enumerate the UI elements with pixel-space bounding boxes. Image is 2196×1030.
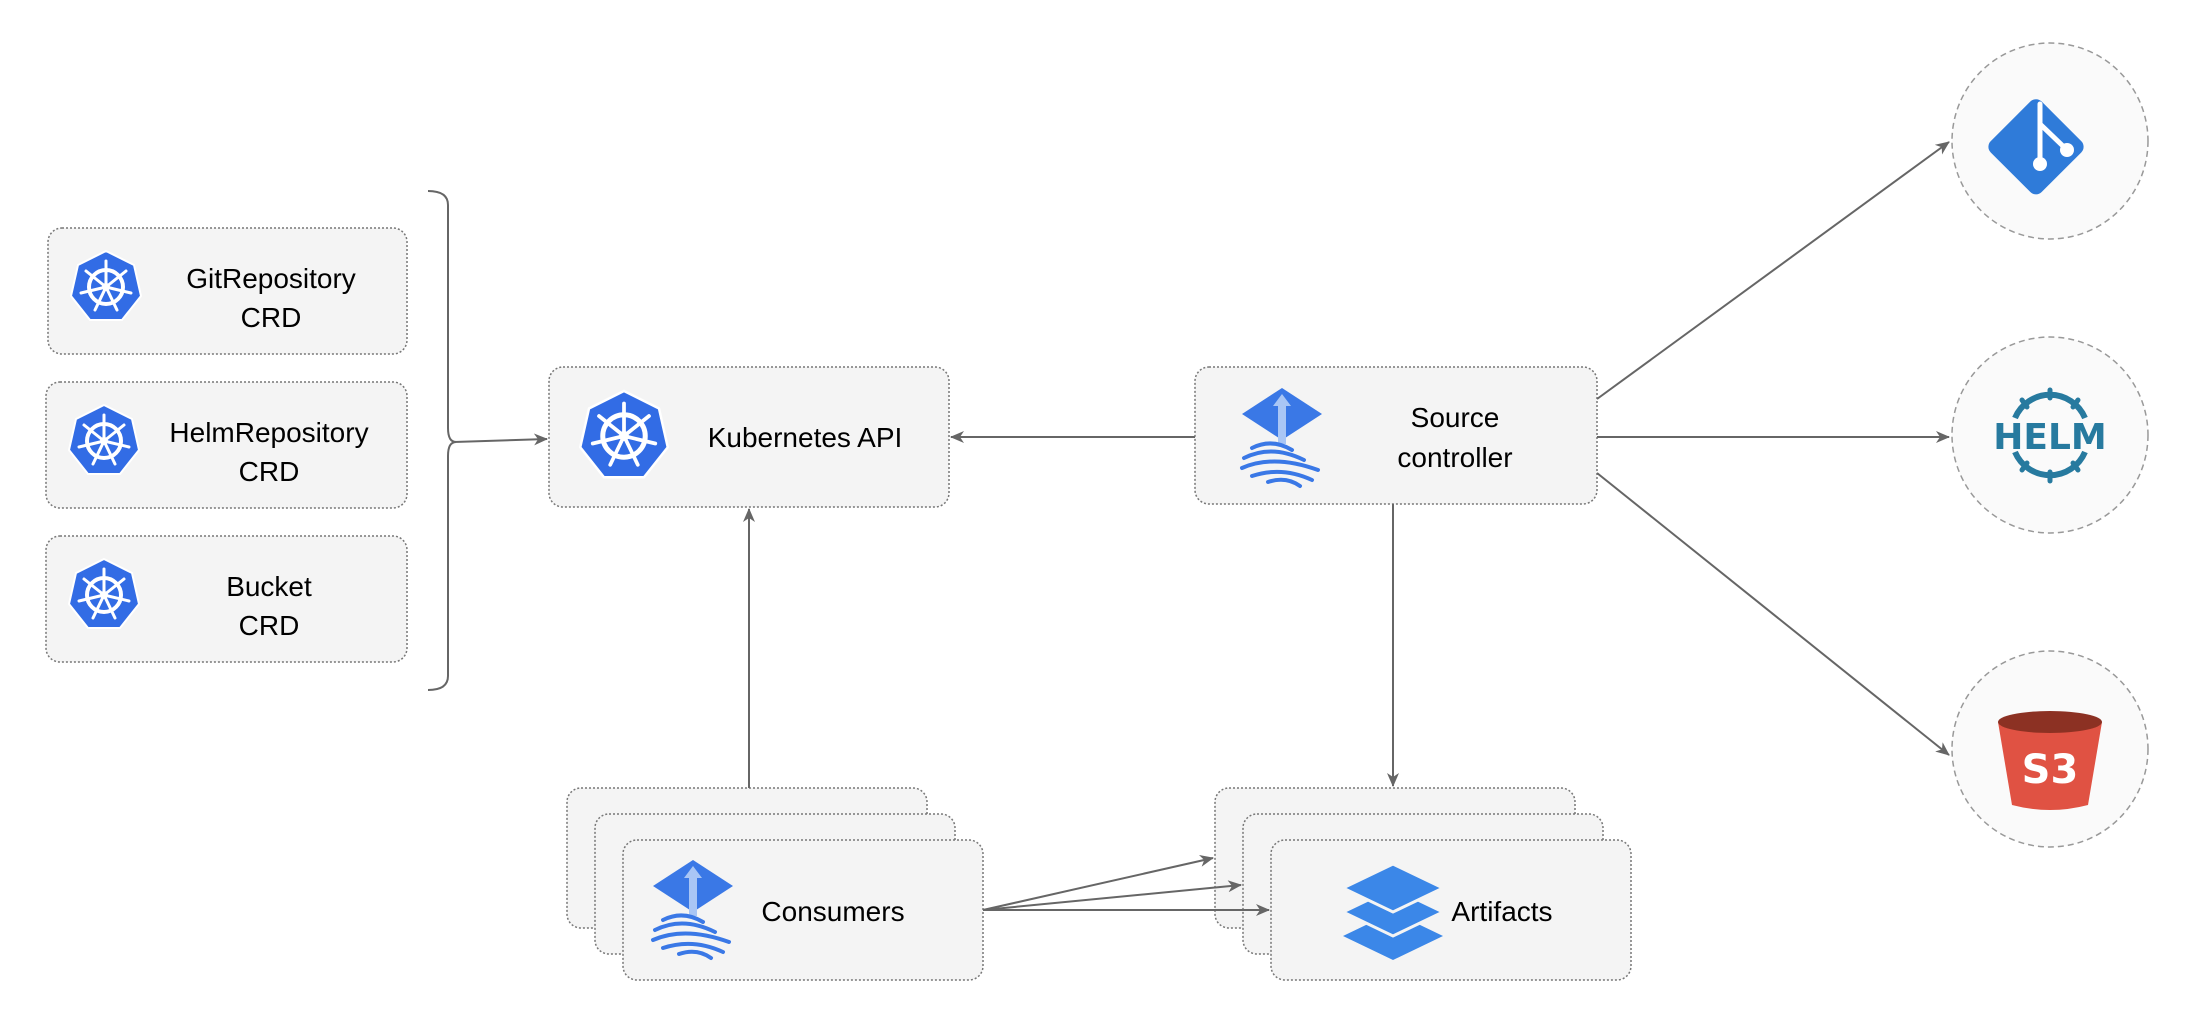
edge-consumers-to-artifacts bbox=[982, 855, 1214, 911]
helm-source[interactable]: HELM bbox=[1951, 336, 2149, 534]
layers-icon bbox=[1339, 862, 1447, 960]
crd-helmrepository[interactable]: HelmRepository CRD bbox=[45, 381, 408, 509]
consumers-label: Consumers bbox=[761, 896, 904, 927]
crd-bucket[interactable]: Bucket CRD bbox=[45, 535, 408, 663]
artifacts-node[interactable]: Artifacts bbox=[1214, 787, 1632, 981]
source-controller-label: Source bbox=[1411, 402, 1500, 433]
source-controller-node[interactable]: Source controller bbox=[1194, 366, 1598, 505]
s3-bucket-icon: S3 bbox=[1998, 711, 2102, 810]
kubernetes-api-node[interactable]: Kubernetes API bbox=[548, 366, 950, 508]
edge-source-to-git bbox=[1596, 141, 1950, 400]
crd-sublabel: CRD bbox=[239, 456, 300, 487]
source-controller-sublabel: controller bbox=[1397, 442, 1512, 473]
artifacts-label: Artifacts bbox=[1451, 896, 1552, 927]
crd-label: Bucket bbox=[226, 571, 312, 602]
s3-source[interactable]: S3 bbox=[1951, 650, 2149, 848]
edge-source-to-s3 bbox=[1596, 472, 1950, 756]
brace bbox=[427, 190, 457, 691]
edge-consumers-to-artifacts bbox=[982, 880, 1242, 911]
git-source[interactable] bbox=[1951, 42, 2149, 240]
crd-sublabel: CRD bbox=[239, 610, 300, 641]
crd-sublabel: CRD bbox=[241, 302, 302, 333]
crd-label: HelmRepository bbox=[169, 417, 368, 448]
consumers-node[interactable]: Consumers bbox=[566, 787, 984, 981]
crd-gitrepository[interactable]: GitRepository CRD bbox=[47, 227, 408, 355]
kubernetes-api-label: Kubernetes API bbox=[708, 422, 903, 453]
helm-icon: HELM bbox=[1993, 387, 2107, 484]
crd-label: GitRepository bbox=[186, 263, 356, 294]
svg-text:S3: S3 bbox=[2022, 747, 2079, 793]
git-icon bbox=[1988, 99, 2084, 195]
edge-crds-to-api bbox=[453, 433, 548, 446]
svg-text:HELM: HELM bbox=[1993, 417, 2106, 458]
